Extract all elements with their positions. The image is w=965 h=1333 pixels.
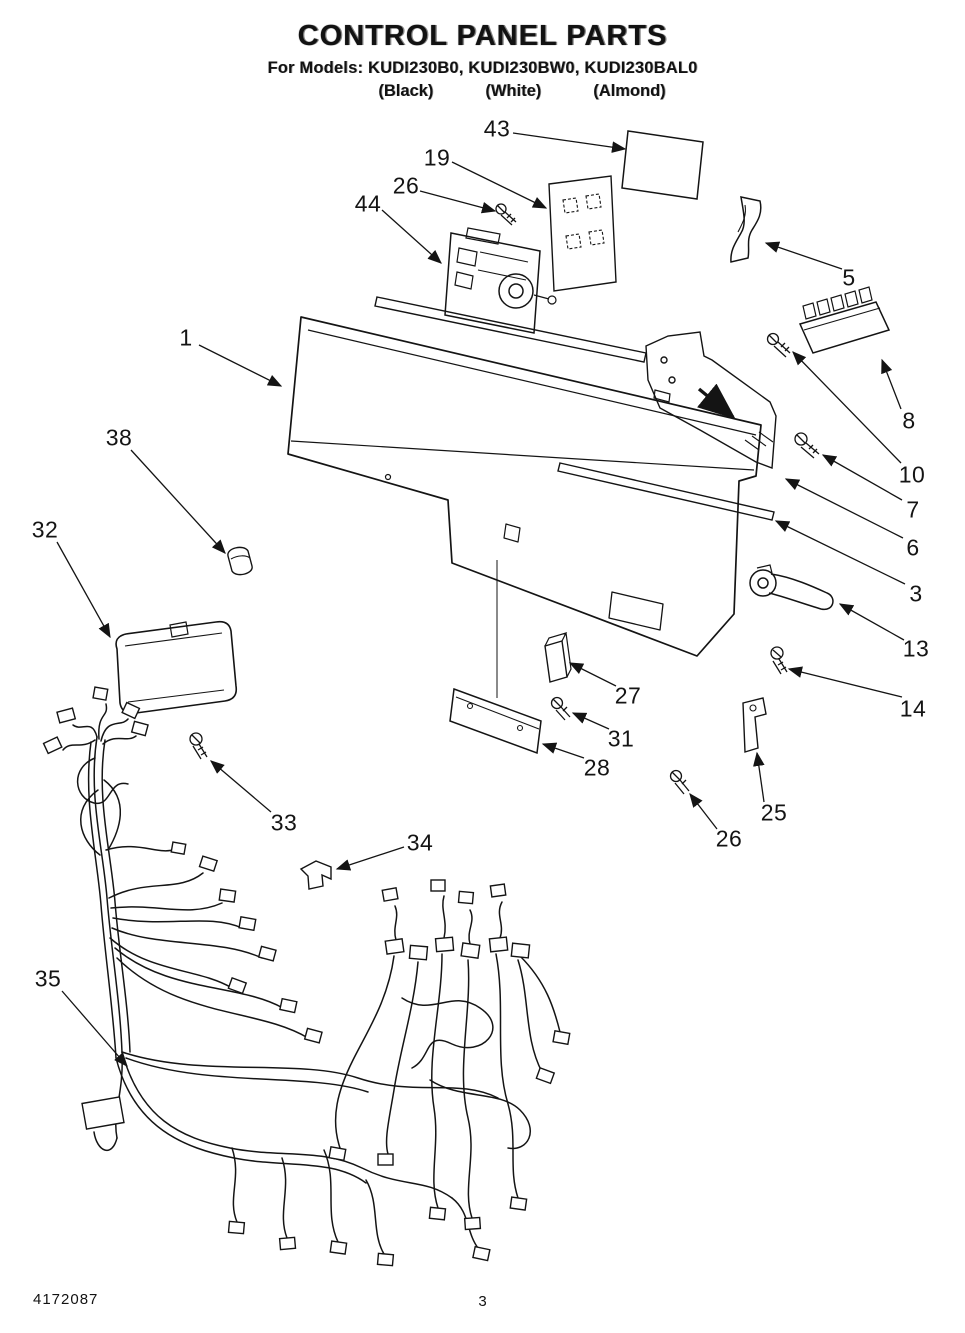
control-panel bbox=[287, 316, 762, 698]
callout-44: 44 bbox=[354, 190, 382, 217]
callout-26: 26 bbox=[715, 825, 743, 852]
color-white: (White) bbox=[485, 82, 542, 100]
callout-26: 26 bbox=[392, 172, 420, 199]
callout-35: 35 bbox=[34, 965, 62, 992]
lower-strip bbox=[449, 687, 542, 755]
wiring-harness bbox=[62, 703, 561, 1255]
color-black: (Black) bbox=[378, 82, 434, 100]
harness-connectors bbox=[42, 686, 571, 1267]
callout-14: 14 bbox=[899, 695, 927, 722]
latch-handle bbox=[749, 564, 834, 611]
terminal-block bbox=[798, 286, 891, 354]
page-title: CONTROL PANEL PARTS bbox=[297, 20, 668, 52]
l-bracket bbox=[742, 697, 767, 753]
wire-clip bbox=[299, 860, 332, 890]
page-number: 3 bbox=[478, 1293, 487, 1310]
insulator-sheet bbox=[548, 175, 617, 292]
callout-8: 8 bbox=[902, 407, 916, 434]
callout-19: 19 bbox=[423, 144, 451, 171]
hook-bracket bbox=[730, 196, 762, 263]
screws bbox=[189, 203, 820, 795]
callout-3: 3 bbox=[909, 580, 923, 607]
callout-28: 28 bbox=[583, 754, 611, 781]
leader-lines bbox=[56, 132, 906, 1067]
callout-33: 33 bbox=[270, 809, 298, 836]
document-number: 4172087 bbox=[33, 1291, 99, 1308]
callout-1: 1 bbox=[179, 324, 193, 351]
callout-13: 13 bbox=[902, 635, 930, 662]
trim-strips bbox=[374, 296, 775, 521]
callout-25: 25 bbox=[760, 799, 788, 826]
callout-27: 27 bbox=[614, 682, 642, 709]
color-variants: (Black) (White) (Almond) bbox=[378, 82, 665, 101]
models-line: For Models: KUDI230B0, KUDI230BW0, KUDI2… bbox=[267, 59, 698, 77]
overlay-sheet bbox=[621, 130, 704, 200]
bracket-plate bbox=[645, 331, 777, 469]
callout-10: 10 bbox=[898, 461, 926, 488]
push-button bbox=[227, 546, 253, 576]
callout-31: 31 bbox=[607, 725, 635, 752]
callout-6: 6 bbox=[906, 534, 920, 561]
callout-43: 43 bbox=[483, 115, 511, 142]
callout-38: 38 bbox=[105, 424, 133, 451]
spacer-block bbox=[544, 632, 572, 683]
callout-32: 32 bbox=[31, 516, 59, 543]
callout-7: 7 bbox=[906, 496, 920, 523]
timer-assembly bbox=[444, 227, 557, 334]
color-almond: (Almond) bbox=[593, 82, 666, 100]
callout-34: 34 bbox=[406, 829, 434, 856]
callout-5: 5 bbox=[842, 264, 856, 291]
